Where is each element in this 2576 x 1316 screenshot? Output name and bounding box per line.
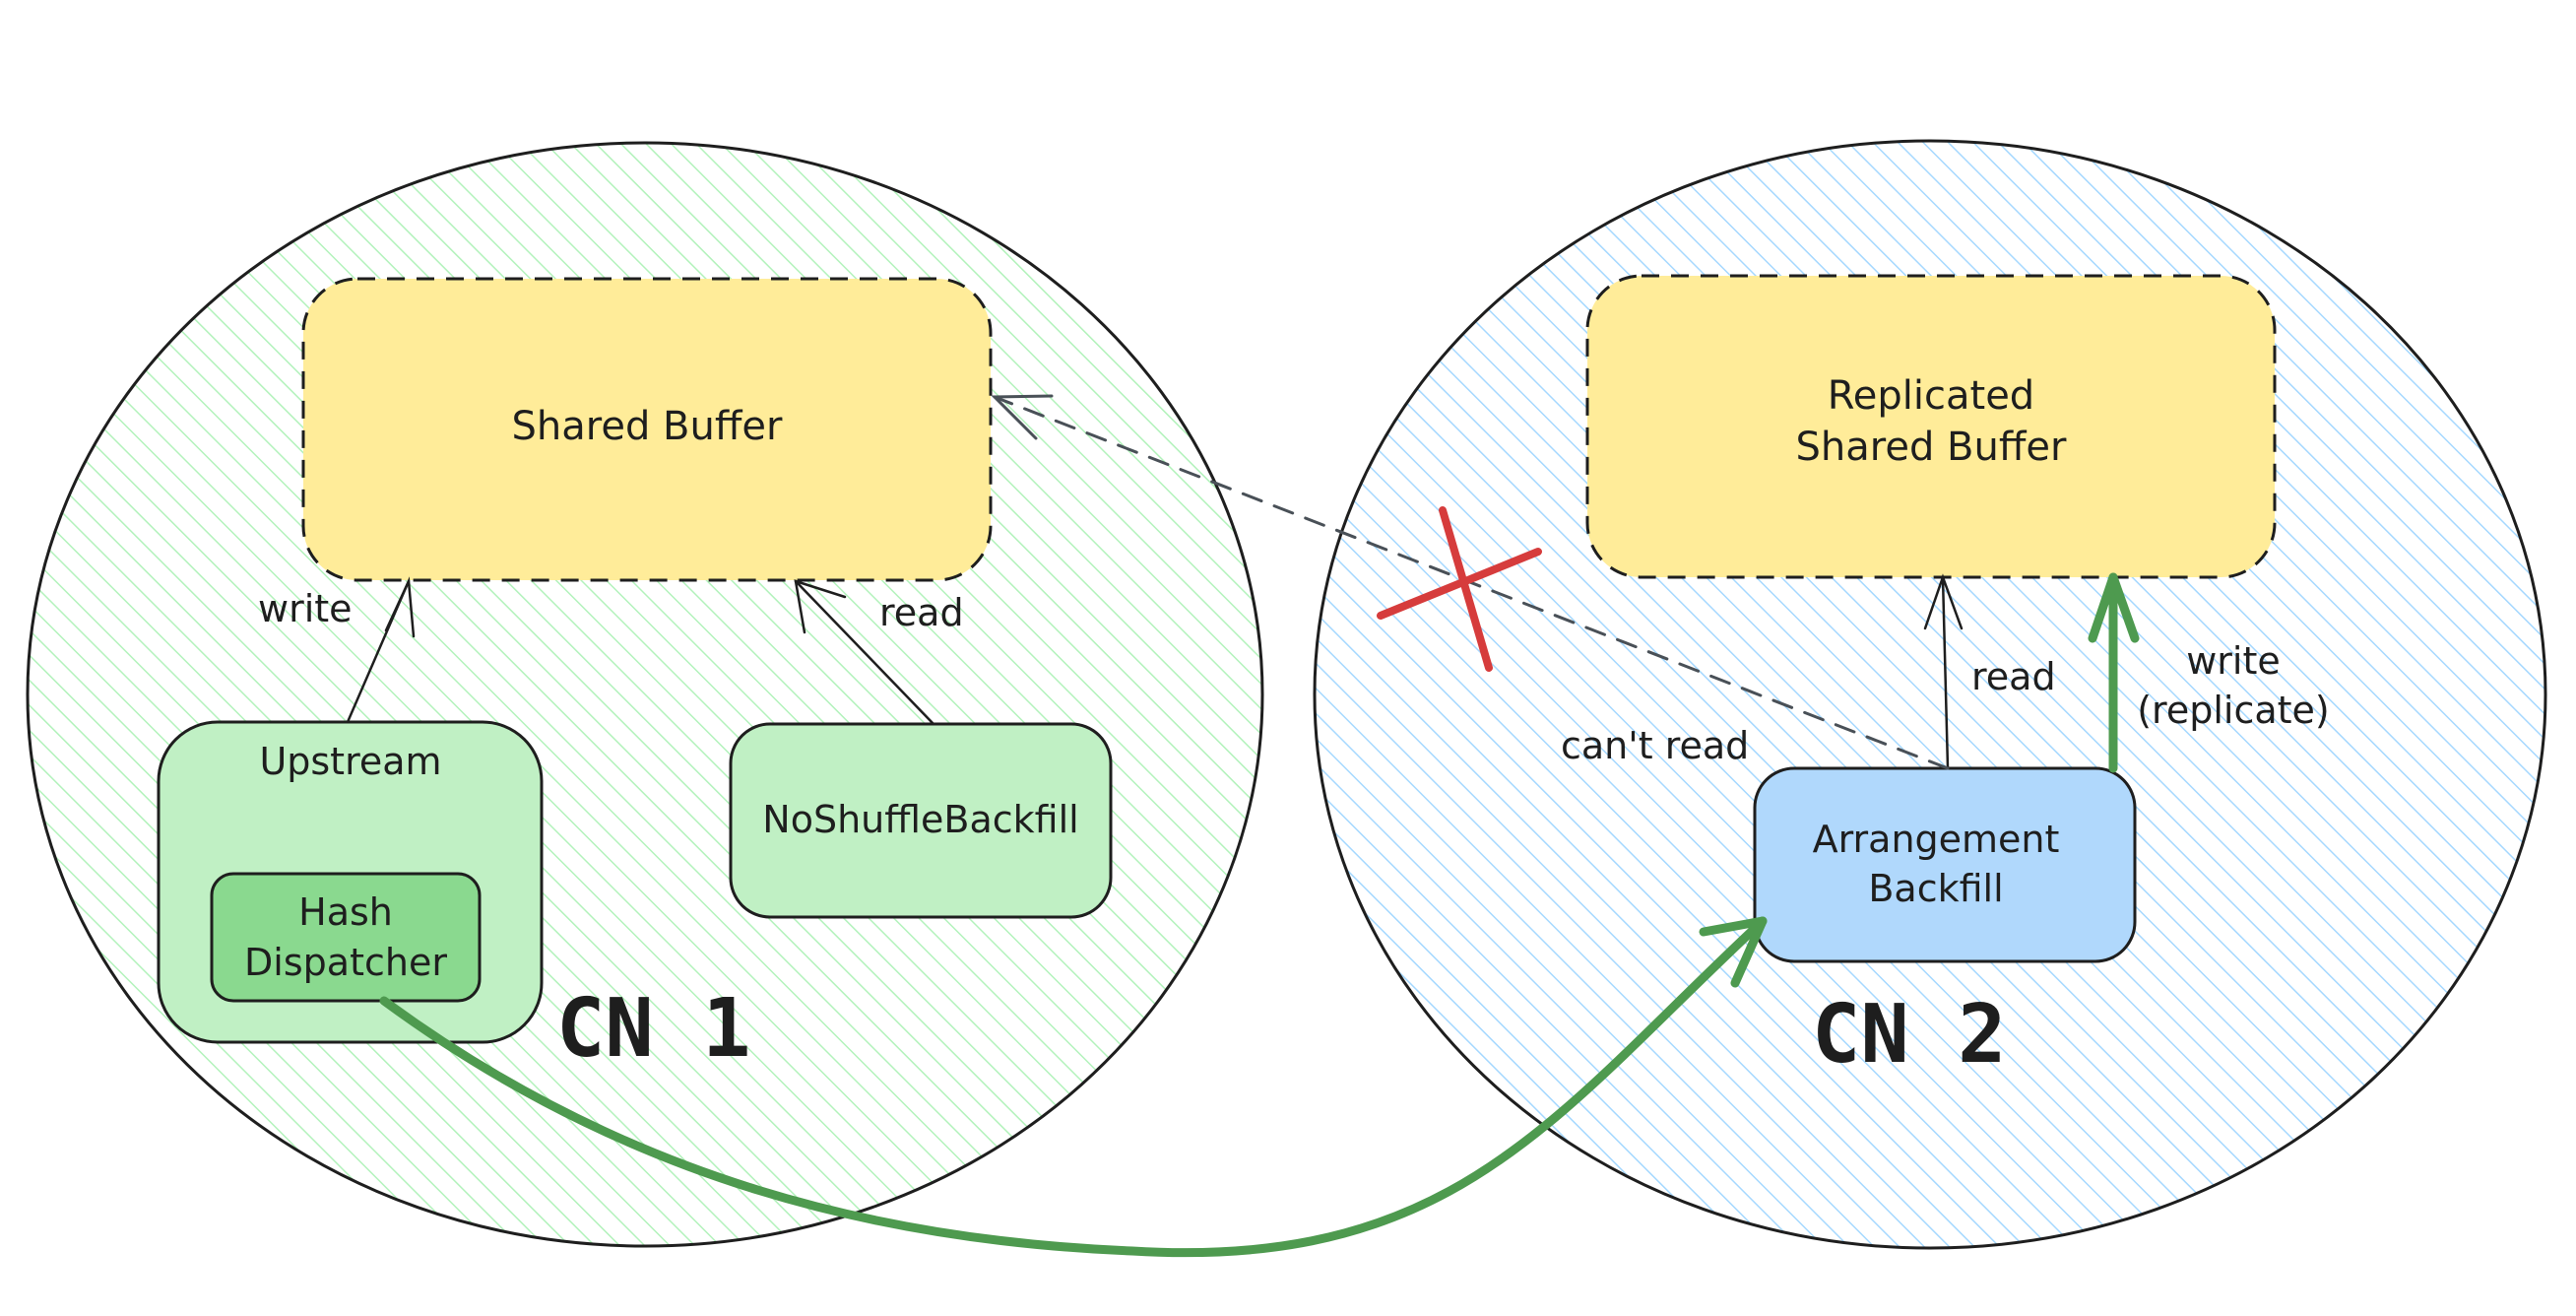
replicate-write-arrow [2088, 572, 2140, 773]
blocked-cross-icon [1377, 506, 1542, 672]
upstream-write-arrow [346, 576, 416, 724]
cant-read-label: can't read [1561, 724, 1749, 767]
noshuffle-backfill-label: NoShuffleBackfill [762, 798, 1078, 841]
replicated-buffer-label-line2: Shared Buffer [1796, 425, 2067, 470]
arrangement-read-label: read [1971, 655, 2056, 698]
hash-dispatcher-label-line2: Dispatcher [244, 941, 447, 984]
upstream-label: Upstream [259, 740, 441, 783]
arrangement-read-arrow [1923, 573, 1964, 770]
replicate-write-label-line1: write [2186, 639, 2281, 683]
noshuffle-read-label: read [879, 591, 964, 634]
dispatch-arrow [379, 916, 1768, 1258]
hash-dispatcher-label-line1: Hash [298, 890, 393, 934]
shared-buffer-node [301, 277, 993, 582]
arrangement-backfill-label-line1: Arrangement [1813, 818, 2060, 861]
cn2-label: CN 2 [1812, 988, 2006, 1082]
shared-buffer-label: Shared Buffer [512, 404, 783, 449]
arrangement-backfill-label-line2: Backfill [1868, 867, 2003, 910]
upstream-write-label: write [258, 587, 353, 630]
replicated-buffer-node [1585, 274, 2277, 579]
arrangement-backfill-node [1753, 766, 2137, 963]
hash-dispatcher-node [210, 872, 482, 1003]
replicated-buffer-label-line1: Replicated [1828, 373, 2034, 419]
replicate-write-label-line2: (replicate) [2137, 689, 2330, 732]
noshuffle-backfill-node [729, 722, 1113, 919]
noshuffle-read-arrow [794, 579, 935, 726]
cn1-label: CN 1 [556, 982, 750, 1076]
